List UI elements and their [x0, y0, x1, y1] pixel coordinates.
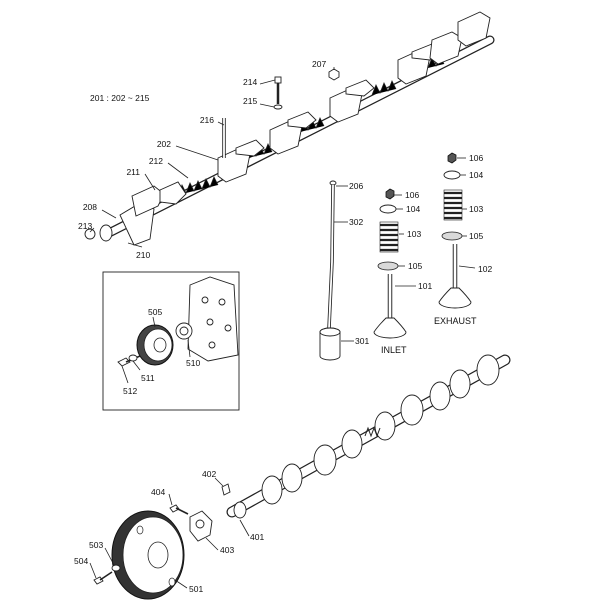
label-301: 301	[355, 336, 369, 346]
bolt-512	[117, 357, 131, 367]
label-503: 503	[89, 540, 103, 550]
rocker-leaders	[89, 67, 335, 248]
label-206: 206	[349, 181, 363, 191]
push-rod-assembly	[319, 180, 341, 361]
nut-207	[328, 68, 340, 81]
label-103-exhaust: 103	[469, 204, 483, 214]
exhaust-valve-stack	[438, 152, 472, 309]
label-103-inlet: 103	[407, 229, 421, 239]
inlet-valve-101	[373, 317, 407, 339]
drive-gear	[364, 426, 381, 438]
gear-case-fragment	[187, 276, 239, 362]
washer-511	[128, 354, 138, 362]
label-505: 505	[148, 307, 162, 317]
snap-ring	[84, 228, 96, 240]
shaft-end-plug	[99, 224, 113, 242]
label-212: 212	[149, 156, 163, 166]
label-512: 512	[123, 386, 137, 396]
idler-gear-505	[136, 324, 174, 366]
label-104-exhaust: 104	[469, 170, 483, 180]
label-501: 501	[189, 584, 203, 594]
label-403: 403	[220, 545, 234, 555]
camshaft-assembly	[169, 354, 511, 542]
label-216: 216	[200, 115, 214, 125]
idler-shaft-510	[175, 322, 193, 340]
seat-105-inlet	[377, 261, 399, 271]
cotter-106-exhaust	[447, 152, 457, 164]
inset-leaders	[121, 316, 191, 384]
retainer-104-exhaust	[443, 170, 461, 180]
spring-103-inlet	[379, 221, 399, 253]
label-401: 401	[250, 532, 264, 542]
label-106-exhaust: 106	[469, 153, 483, 163]
cotter-106-inlet	[385, 188, 395, 200]
label-402: 402	[202, 469, 216, 479]
washer-503	[111, 564, 121, 572]
label-104-inlet: 104	[406, 204, 420, 214]
inlet-leaders	[393, 194, 416, 287]
label-215: 215	[243, 96, 257, 106]
label-504: 504	[74, 556, 88, 566]
label-511: 511	[141, 373, 155, 383]
exhaust-leaders	[457, 157, 476, 269]
spring-103-exhaust	[443, 189, 463, 221]
label-106-inlet: 106	[405, 190, 419, 200]
camshaft-gear-501	[111, 510, 185, 600]
camshaft-leaders	[168, 477, 250, 551]
key-402	[221, 483, 231, 496]
label-207: 207	[312, 59, 326, 69]
bolt-214	[273, 76, 283, 110]
push-rod-leaders	[334, 185, 354, 342]
inlet-caption: INLET	[381, 345, 407, 355]
exhaust-valve-102	[438, 287, 472, 309]
inset-frame	[102, 271, 240, 411]
gear-leaders	[89, 547, 188, 589]
label-208: 208	[83, 202, 97, 212]
inlet-valve-stack	[373, 188, 407, 339]
label-101: 101	[418, 281, 432, 291]
label-102: 102	[478, 264, 492, 274]
seat-105-exhaust	[441, 231, 463, 241]
label-404: 404	[151, 487, 165, 497]
cam-lobes	[261, 354, 500, 505]
label-510: 510	[186, 358, 200, 368]
label-213: 213	[78, 221, 92, 231]
label-211: 211	[126, 167, 140, 177]
exhaust-caption: EXHAUST	[434, 316, 477, 326]
range-note: 201 : 202 ~ 215	[90, 93, 150, 103]
label-105-inlet: 105	[408, 261, 422, 271]
label-210: 210	[136, 250, 150, 260]
rocker-shaft-assembly	[84, 11, 495, 246]
rocker-arms	[119, 11, 491, 246]
camshaft-front-end	[233, 501, 247, 519]
label-105-exhaust: 105	[469, 231, 483, 241]
label-302: 302	[349, 217, 363, 227]
label-202: 202	[157, 139, 171, 149]
label-214: 214	[243, 77, 257, 87]
retainer-104-inlet	[379, 204, 397, 214]
